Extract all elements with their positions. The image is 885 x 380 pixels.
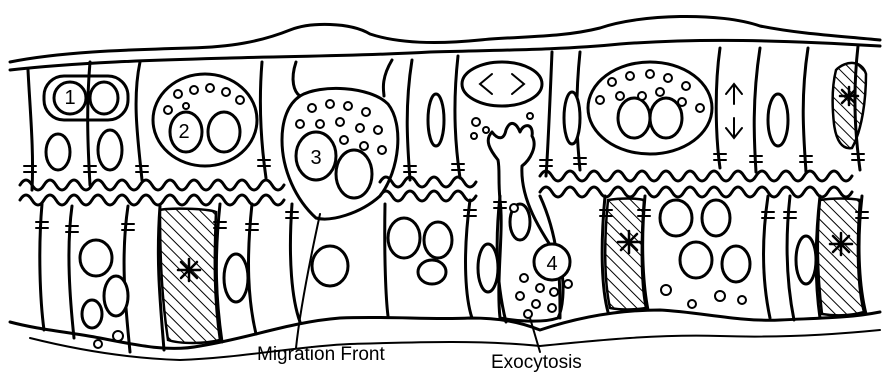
nucleus bbox=[768, 94, 788, 146]
exocytosis-leader-line bbox=[530, 318, 540, 352]
nucleus bbox=[428, 94, 444, 146]
asterisk-marker-icons bbox=[178, 87, 858, 281]
dividing-cell-upper bbox=[462, 62, 542, 106]
cell-number-1: 1 bbox=[64, 87, 75, 109]
nucleus bbox=[564, 92, 580, 144]
lower-layer-bottom-edge-inner bbox=[30, 330, 880, 360]
junction-wavy-lower bbox=[20, 187, 852, 205]
nucleus bbox=[46, 134, 70, 170]
migrating-cell-1 bbox=[44, 76, 128, 120]
migrating-cell-2 bbox=[153, 74, 257, 166]
cell-number-2: 2 bbox=[178, 121, 189, 143]
migration-front-label: Migration Front bbox=[257, 344, 385, 366]
exocytosis-label: Exocytosis bbox=[491, 352, 582, 374]
nucleus bbox=[98, 130, 122, 170]
junction-marks bbox=[24, 154, 868, 232]
junction-wavy-upper bbox=[20, 171, 852, 190]
migrating-cell-3 bbox=[282, 88, 398, 219]
granule-cell-upper bbox=[588, 62, 712, 154]
up-down-arrows-icon bbox=[726, 84, 742, 138]
cell-number-3: 3 bbox=[310, 147, 321, 169]
cell-number-4: 4 bbox=[546, 253, 557, 275]
hatched-cell-lower-right-b bbox=[818, 199, 864, 316]
